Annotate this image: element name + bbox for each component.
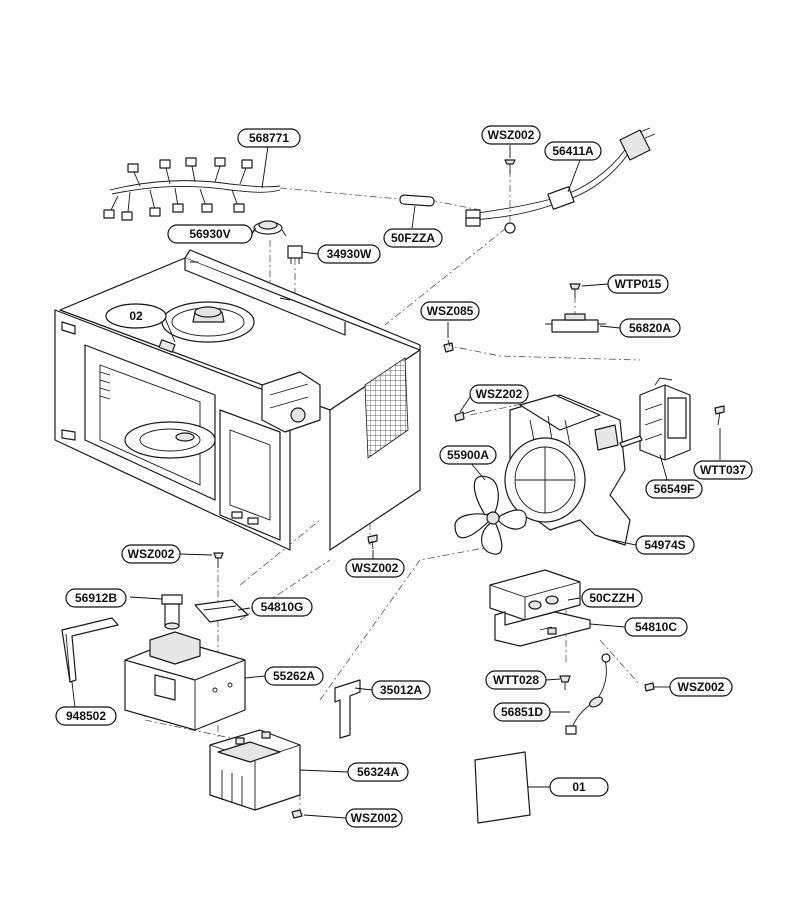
svg-text:WTT028: WTT028: [493, 673, 539, 687]
callout-02: 02: [105, 303, 167, 329]
screw-wsz085: [443, 339, 454, 353]
callout-34930W: 34930W: [317, 244, 381, 264]
screw-wtt037: [714, 405, 725, 426]
callout-54810G: 54810G: [251, 597, 313, 617]
screw-wtt028: [559, 675, 571, 690]
screw-wsz002-right: [644, 682, 655, 692]
svg-text:56930V: 56930V: [189, 227, 230, 241]
svg-text:56851D: 56851D: [501, 705, 543, 719]
svg-text:WSZ002: WSZ002: [128, 547, 175, 561]
svg-text:02: 02: [129, 309, 143, 323]
callout-56851D: 56851D: [493, 702, 551, 722]
svg-text:56912B: 56912B: [75, 591, 117, 605]
capacitor-50CZZH: [489, 569, 581, 621]
filter-50FZZA: [399, 194, 435, 207]
svg-text:WSZ002: WSZ002: [351, 811, 398, 825]
callout-WSZ085: WSZ085: [420, 301, 480, 321]
svg-text:50CZZH: 50CZZH: [589, 591, 634, 605]
gasket-948502: [61, 617, 119, 683]
callout-wsz002-left: WSZ002: [121, 544, 181, 564]
air-guide-54974S: [504, 394, 631, 546]
fan-blade-55900A: [454, 475, 527, 555]
svg-text:948502: 948502: [66, 709, 106, 723]
callout-50FZZA: 50FZZA: [383, 228, 443, 248]
svg-text:WSZ002: WSZ002: [352, 561, 399, 575]
callout-WTT037: WTT037: [693, 460, 753, 480]
svg-text:54810C: 54810C: [635, 620, 677, 634]
svg-text:WSZ002: WSZ002: [678, 680, 725, 694]
svg-text:WSZ085: WSZ085: [427, 304, 474, 318]
svg-text:34930W: 34930W: [327, 247, 372, 261]
callout-wsz002-bottom: WSZ002: [345, 808, 403, 828]
callout-948502: 948502: [55, 706, 117, 726]
svg-text:01: 01: [572, 780, 586, 794]
svg-text:WSZ202: WSZ202: [476, 387, 523, 401]
svg-text:WSZ002: WSZ002: [488, 128, 535, 142]
callout-wsz002-top: WSZ002: [481, 125, 541, 145]
svg-text:35012A: 35012A: [380, 683, 422, 697]
screw-wsz002-bottom: [291, 809, 303, 819]
svg-text:54974S: 54974S: [644, 538, 685, 552]
callout-55262A: 55262A: [264, 666, 324, 686]
screw-wsz002-top: [504, 159, 516, 174]
svg-text:54810G: 54810G: [261, 600, 304, 614]
bracket-54810G: [194, 599, 249, 623]
callout-55900A: 55900A: [439, 445, 497, 465]
lamp-socket-56820A: [545, 313, 606, 333]
svg-text:55900A: 55900A: [447, 448, 489, 462]
callout-56912B: 56912B: [65, 588, 127, 608]
callout-WTP015: WTP015: [607, 274, 669, 294]
wire-harness-568771: [103, 157, 281, 221]
fan-motor-56549F: [619, 377, 691, 461]
callout-56324A: 56324A: [347, 762, 409, 782]
callout-wsz002-mid: WSZ002: [345, 558, 405, 578]
svg-text:WTT037: WTT037: [700, 463, 746, 477]
svg-text:55262A: 55262A: [273, 669, 315, 683]
svg-text:56324A: 56324A: [357, 765, 399, 779]
screw-wsz202: [454, 409, 476, 422]
oven-cavity-assembly: [54, 249, 421, 551]
fuse-holder-56912B: [161, 594, 183, 630]
power-cord-56411A: [465, 127, 656, 234]
callout-56549F: 56549F: [645, 479, 703, 499]
callout-54974S: 54974S: [635, 535, 695, 555]
callout-35012A: 35012A: [371, 680, 431, 700]
callout-568771: 568771: [237, 128, 301, 148]
diode-56851D: [565, 653, 611, 735]
callout-wsz002-right: WSZ002: [669, 677, 733, 697]
callout-WTT028: WTT028: [485, 670, 547, 690]
callout-56411A: 56411A: [544, 141, 602, 161]
svg-text:568771: 568771: [249, 131, 289, 145]
svg-text:WTP015: WTP015: [615, 277, 662, 291]
screw-wsz002-mid: [367, 534, 378, 550]
bracket-54810C: [494, 611, 591, 647]
leader-lines: [71, 145, 721, 819]
callout-56820A: 56820A: [619, 318, 681, 338]
magnetron-56324A: [209, 729, 301, 811]
bracket-35012A: [334, 679, 361, 739]
svg-text:56411A: 56411A: [552, 144, 594, 158]
callout-50CZZH: 50CZZH: [581, 588, 643, 608]
callout-54810C: 54810C: [624, 617, 688, 637]
transformer-55262A: [124, 631, 246, 731]
manual-01: [474, 751, 531, 824]
callout-WSZ202: WSZ202: [469, 384, 529, 404]
callout-01: 01: [549, 777, 609, 797]
callouts: 568771 WSZ002 56411A 56930V 50FZZA 34930…: [55, 125, 753, 828]
screw-wsz002-mid-left: [213, 552, 224, 568]
callout-56930V: 56930V: [167, 224, 253, 244]
svg-text:50FZZA: 50FZZA: [391, 231, 435, 245]
screw-wtp015: [569, 283, 581, 298]
svg-text:56549F: 56549F: [654, 482, 695, 496]
svg-text:56820A: 56820A: [629, 321, 671, 335]
